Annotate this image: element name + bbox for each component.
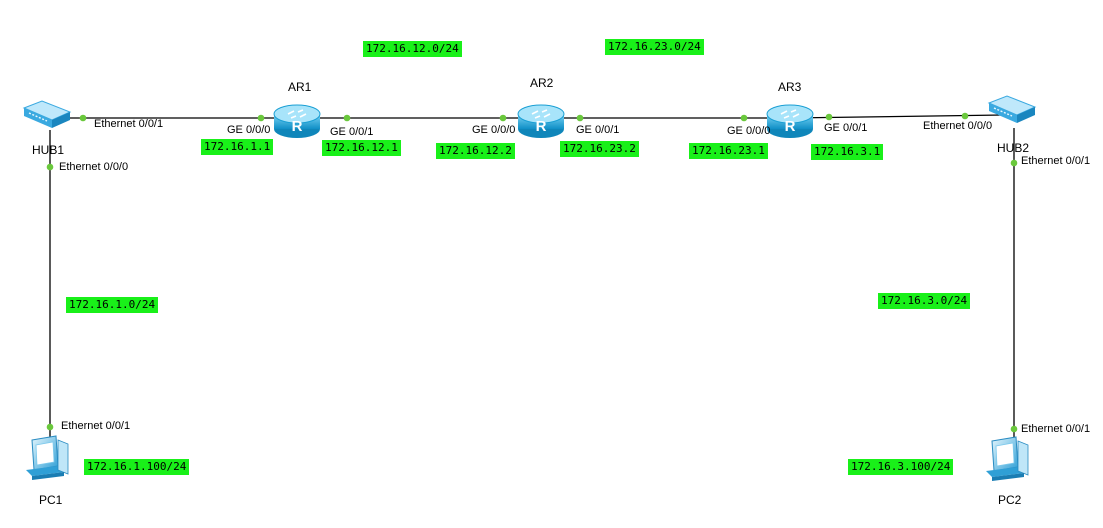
router-icon-ar2[interactable] bbox=[517, 104, 565, 139]
port-dot-ar3-ge000 bbox=[740, 114, 748, 122]
ip-label-ar2-ge001: 172.16.23.2 bbox=[560, 141, 639, 157]
port-label-hub2-e000: Ethernet 0/0/0 bbox=[923, 120, 993, 132]
links bbox=[49, 114, 1015, 455]
port-label-hub1-e000: Ethernet 0/0/0 bbox=[59, 161, 129, 173]
port-dot-hub2-e001 bbox=[1010, 159, 1018, 167]
pc-icon-pc1[interactable] bbox=[26, 435, 69, 480]
device-label-ar1: AR1 bbox=[288, 80, 312, 94]
network-label-12: 172.16.12.0/24 bbox=[363, 41, 462, 57]
device-label-hub1: HUB1 bbox=[32, 143, 65, 157]
link-ar3-hub2 bbox=[789, 114, 1004, 119]
ip-label-ar1-ge000: 172.16.1.1 bbox=[201, 139, 274, 155]
port-dot-ar1-ge000 bbox=[257, 114, 265, 122]
network-label-3: 172.16.3.0/24 bbox=[878, 293, 971, 309]
port-dot-hub1-e001 bbox=[79, 114, 87, 122]
port-label-ar1-ge001: GE 0/0/1 bbox=[330, 126, 374, 138]
router-icon-ar3[interactable] bbox=[766, 104, 814, 139]
port-label-ar2-ge001: GE 0/0/1 bbox=[576, 124, 620, 136]
hub-icon-hub1[interactable] bbox=[22, 100, 72, 128]
port-dot-ar1-ge001 bbox=[343, 114, 351, 122]
device-label-ar3: AR3 bbox=[778, 80, 802, 94]
device-label-pc1: PC1 bbox=[39, 493, 63, 507]
port-label-hub2-e001: Ethernet 0/0/1 bbox=[1021, 155, 1091, 167]
device-label-pc2: PC2 bbox=[998, 493, 1022, 507]
network-label-23: 172.16.23.0/24 bbox=[605, 39, 704, 55]
port-dot-pc2-e001 bbox=[1010, 425, 1018, 433]
ip-label-ar3-ge001: 172.16.3.1 bbox=[811, 144, 884, 160]
port-label-ar3-ge001: GE 0/0/1 bbox=[824, 122, 868, 134]
device-label-ar2: AR2 bbox=[530, 76, 554, 90]
port-label-pc1-e001: Ethernet 0/0/1 bbox=[61, 420, 131, 432]
port-dots bbox=[46, 112, 1018, 433]
port-label-hub1-e001: Ethernet 0/0/1 bbox=[94, 118, 164, 130]
port-label-pc2-e001: Ethernet 0/0/1 bbox=[1021, 423, 1091, 435]
ip-label-ar3-ge000: 172.16.23.1 bbox=[689, 143, 768, 159]
hub-icon-hub2[interactable] bbox=[987, 95, 1037, 123]
port-dot-hub2-e000 bbox=[961, 112, 969, 120]
ip-label-ar1-ge001: 172.16.12.1 bbox=[322, 140, 401, 156]
port-label-ar1-ge000: GE 0/0/0 bbox=[227, 124, 271, 136]
device-label-hub2: HUB2 bbox=[997, 141, 1030, 155]
port-dot-ar2-ge001 bbox=[576, 114, 584, 122]
port-label-ar2-ge000: GE 0/0/0 bbox=[472, 124, 516, 136]
ip-label-pc2: 172.16.3.100/24 bbox=[848, 459, 954, 475]
network-label-1: 172.16.1.0/24 bbox=[66, 297, 159, 313]
pc-icon-pc2[interactable] bbox=[986, 436, 1029, 481]
router-icon-ar1[interactable] bbox=[273, 104, 321, 139]
port-dot-ar2-ge000 bbox=[499, 114, 507, 122]
port-label-ar3-ge000: GE 0/0/0 bbox=[727, 125, 771, 137]
port-dot-ar3-ge001 bbox=[825, 113, 833, 121]
ip-label-pc1: 172.16.1.100/24 bbox=[84, 459, 190, 475]
port-dot-hub1-e000 bbox=[46, 163, 54, 171]
ip-label-ar2-ge000: 172.16.12.2 bbox=[436, 143, 515, 159]
port-dot-pc1-e001 bbox=[46, 423, 54, 431]
